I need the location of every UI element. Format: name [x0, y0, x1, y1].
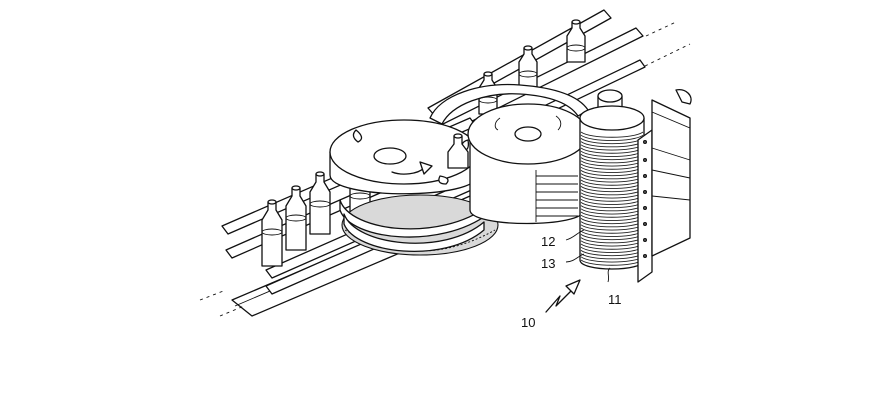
- ref-label-13: 13: [541, 256, 555, 271]
- ref-label-11: 11: [608, 292, 622, 307]
- ref-label-12: 12: [541, 234, 555, 249]
- right-frame: [652, 90, 691, 256]
- label-drum-11: [580, 90, 652, 282]
- ref-label-10: 10: [521, 315, 535, 330]
- pointer-arrow-icon: [546, 290, 572, 312]
